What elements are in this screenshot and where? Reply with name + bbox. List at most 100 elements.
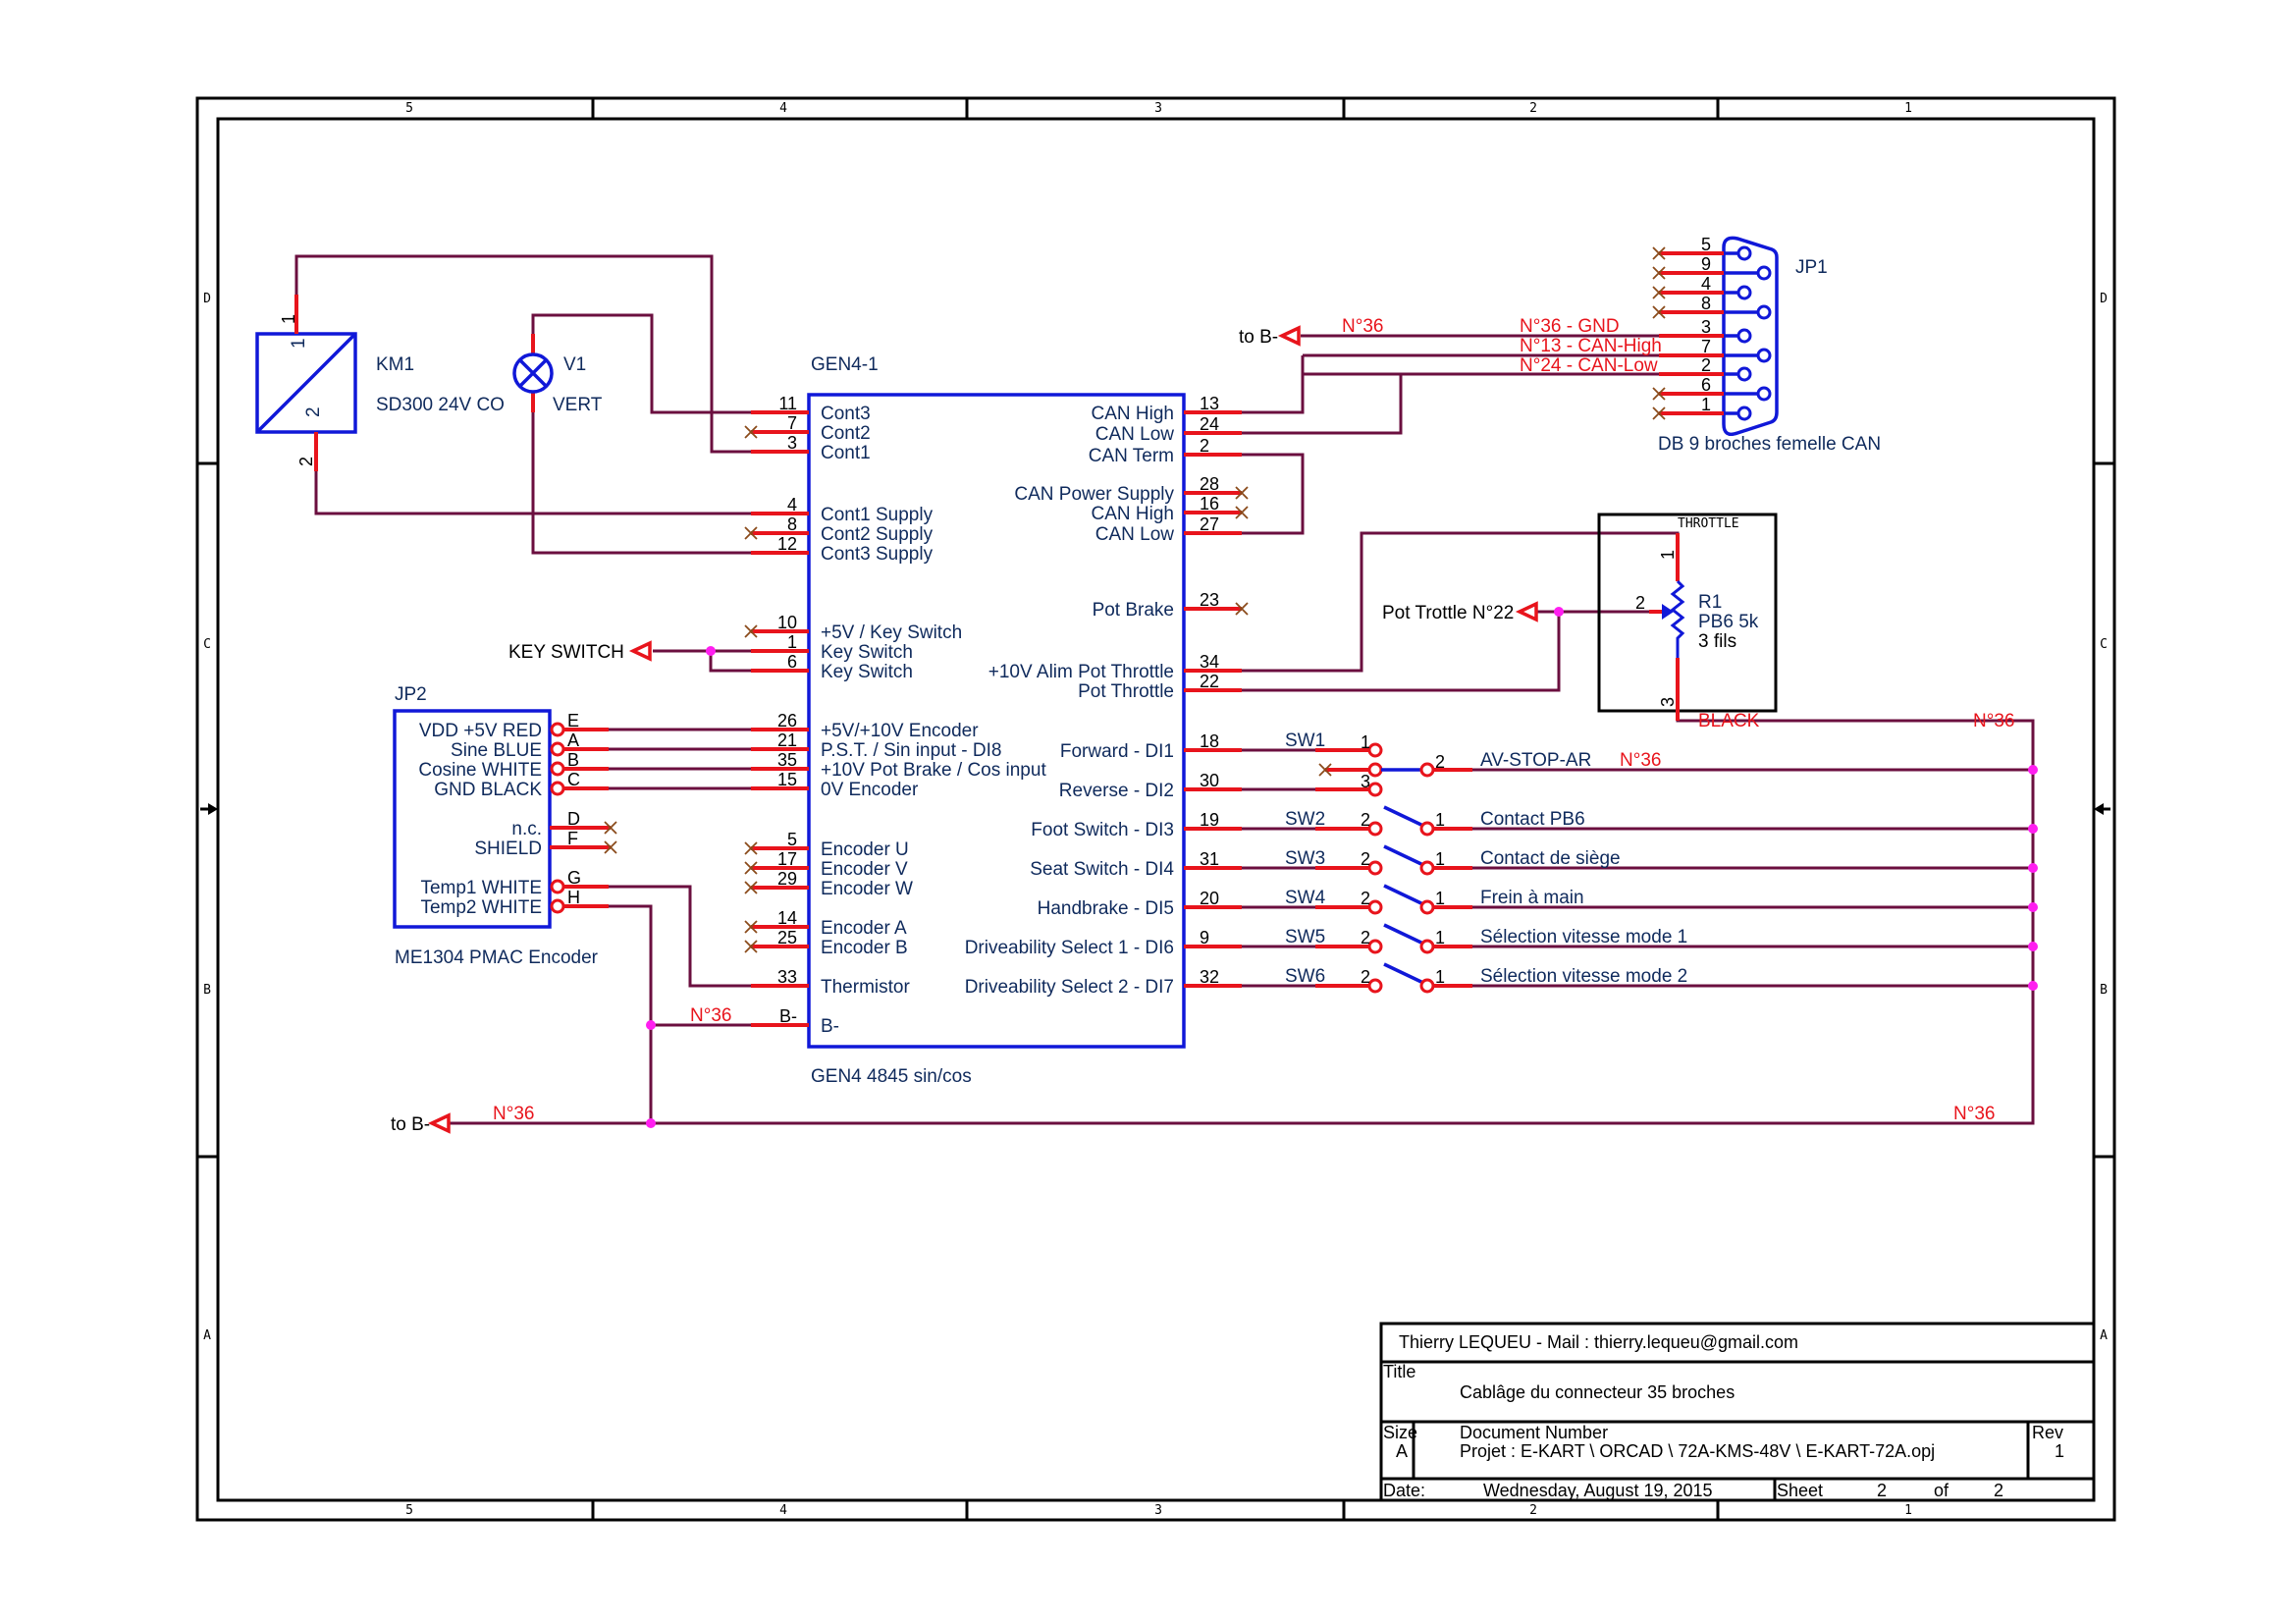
pin-label: CAN High (1092, 504, 1174, 524)
junction-dot (2028, 824, 2038, 834)
pin-label: CAN Low (1095, 524, 1175, 545)
jp1-pin[interactable]: 7 (1659, 337, 1772, 363)
port-to-b-bottom[interactable]: to B- N°36 N°36 N°36 N°36 (391, 711, 2014, 1135)
column-label: 5 (405, 1503, 413, 1518)
pin-number: 9 (1701, 254, 1711, 274)
jp1-pin[interactable]: 4 (1652, 274, 1752, 300)
switch-description: Sélection vitesse mode 1 (1480, 927, 1687, 947)
pin-label: Cont3 Supply (821, 544, 934, 565)
pin-letter: C (567, 770, 580, 789)
jp1-pin[interactable]: 5 (1652, 235, 1752, 261)
jp1-pin[interactable]: 9 (1652, 254, 1772, 281)
port-to-b-top[interactable]: to B- N°36 (1239, 316, 1383, 348)
gen4-pin[interactable]: 34+10V Alim Pot Throttle (988, 652, 1242, 682)
gen4-pin[interactable]: B-B- (751, 1006, 839, 1037)
no-connect-icon (604, 821, 617, 835)
junctions (646, 607, 2038, 1128)
pin-number: 7 (787, 413, 797, 433)
docnum-label: Document Number (1460, 1423, 1608, 1442)
sheet-border (195, 96, 2116, 1522)
net-label: N°36 (1953, 1104, 1995, 1124)
throttle-pot[interactable]: THROTTLE 1 2 3 R1 PB6 5k 3 fils BLACK (1597, 513, 1778, 731)
pin-number: 22 (1200, 672, 1219, 691)
port-key-switch[interactable]: KEY SWITCH (508, 640, 652, 663)
port-pot-throttle[interactable]: Pot Trottle N°22 (1382, 601, 1538, 623)
gen4-pin[interactable]: 35+10V Pot Brake / Cos input (751, 750, 1046, 781)
jp1-pin[interactable]: 6 (1652, 375, 1772, 402)
pin-label: Temp1 WHITE (420, 878, 542, 898)
pin-number: 14 (777, 908, 797, 928)
pin-number: 18 (1200, 731, 1219, 751)
pin-label: VDD +5V RED (419, 721, 542, 741)
jp1-pin[interactable]: 3 (1659, 317, 1752, 344)
pin-label: Key Switch (821, 662, 913, 682)
pin-number: 1 (279, 314, 298, 324)
net-label: N°36 (1973, 711, 2014, 731)
pin-label: 0V Encoder (821, 780, 919, 800)
jp1-pin[interactable]: 2 (1659, 355, 1752, 382)
no-connect-icon (1235, 506, 1249, 519)
jp1-pin[interactable]: 1 (1652, 395, 1752, 421)
lamp-v1[interactable]: V1 VERT (512, 334, 603, 415)
zone-labels: 5 4 3 2 1 5 4 3 2 1 D C B A D C B A (203, 101, 2108, 1518)
jp1-pin[interactable]: 8 (1652, 294, 1772, 320)
gen4-pin[interactable]: 10+5V / Key Switch (744, 613, 962, 643)
jp2-pin[interactable]: Dn.c. (511, 809, 617, 839)
pin-label: Thermistor (821, 977, 910, 998)
no-connect-icon (1652, 387, 1666, 401)
gen4-pin[interactable]: 26+5V/+10V Encoder (751, 711, 979, 741)
sheet-count: 2 (1994, 1481, 2003, 1500)
relay-km1[interactable]: 1 1 2 2 KM1 SD300 24V CO (255, 295, 505, 471)
column-label: 3 (1154, 1503, 1162, 1518)
row-label: B (2100, 983, 2108, 998)
